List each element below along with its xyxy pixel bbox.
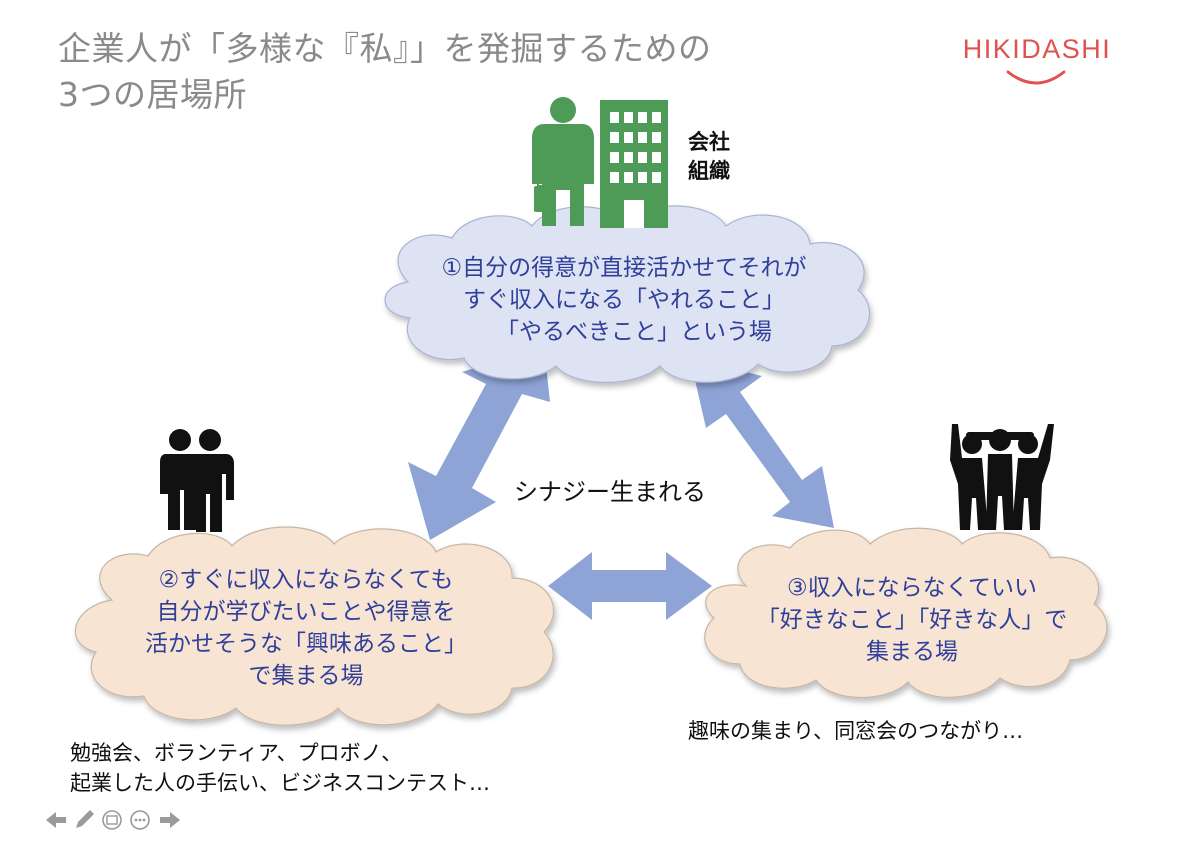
cloud-top — [384, 205, 870, 384]
left-node-line: ②すぐに収入にならなくても — [158, 567, 454, 593]
arrow-top-right — [690, 358, 834, 528]
cloud-left — [74, 526, 555, 726]
pen-icon[interactable] — [76, 810, 94, 828]
group-cheer-icon — [950, 424, 1054, 530]
smile-icon — [1006, 70, 1066, 85]
top-node-line: 「やるべきこと」という場 — [496, 319, 772, 345]
right-node-line: ③収入にならなくていい — [787, 575, 1037, 601]
arrow-left-icon[interactable] — [46, 812, 66, 828]
left-node-text: ②すぐに収入にならなくても 自分が学びたいことや得意を 活かせそうな「興味あるこ… — [96, 564, 516, 692]
left-node-examples-line1: 勉強会、ボランティア、プロボノ、 — [70, 741, 403, 765]
company-organization-label: 会社 組織 — [688, 128, 730, 186]
slide-title-line1: 企業人が「多様な『私』」を発掘するための — [58, 29, 712, 68]
brand-name: HIKIDASHI — [962, 34, 1112, 64]
left-node-examples-line2: 起業した人の手伝い、ビジネスコンテスト… — [70, 771, 490, 795]
arrow-right-icon[interactable] — [160, 812, 180, 828]
brand-logo: HIKIDASHI — [952, 34, 1122, 90]
slides-icon[interactable] — [102, 810, 122, 830]
right-node-text: ③収入にならなくていい 「好きなこと」「好きな人」で 集まる場 — [722, 572, 1102, 668]
businessman-icon — [532, 97, 594, 226]
left-node-examples: 勉強会、ボランティア、プロボノ、 起業した人の手伝い、ビジネスコンテスト… — [70, 738, 490, 798]
slide-title-line2: 3つの居場所 — [58, 75, 247, 114]
right-node-line: 集まる場 — [866, 639, 958, 665]
right-node-line: 「好きなこと」「好きな人」で — [756, 607, 1068, 633]
slide-navigation — [46, 810, 180, 830]
arrow-top-left — [408, 346, 550, 540]
right-node-examples: 趣味の集まり、同窓会のつながり… — [688, 719, 1024, 743]
building-icon — [600, 100, 668, 228]
two-friends-icon — [160, 429, 234, 532]
synergy-label: シナジー生まれる — [514, 478, 706, 506]
more-icon[interactable] — [130, 810, 150, 830]
left-node-line: 自分が学びたいことや得意を — [156, 599, 456, 625]
left-node-line: で集まる場 — [248, 663, 364, 689]
top-node-line: すぐ収入になる「やれること」 — [463, 287, 785, 313]
top-node-line: ①自分の得意が直接活かせてそれが — [441, 255, 807, 281]
company-label: 会社 — [688, 130, 730, 154]
arrow-bottom — [548, 552, 712, 620]
top-node-text: ①自分の得意が直接活かせてそれが すぐ収入になる「やれること」 「やるべきこと」… — [414, 252, 834, 348]
left-node-line: 活かせそうな「興味あること」 — [145, 631, 467, 657]
cloud-right — [704, 527, 1108, 699]
organization-label: 組織 — [688, 159, 730, 183]
slide-title: 企業人が「多様な『私』」を発掘するための 3つの居場所 — [58, 26, 712, 118]
